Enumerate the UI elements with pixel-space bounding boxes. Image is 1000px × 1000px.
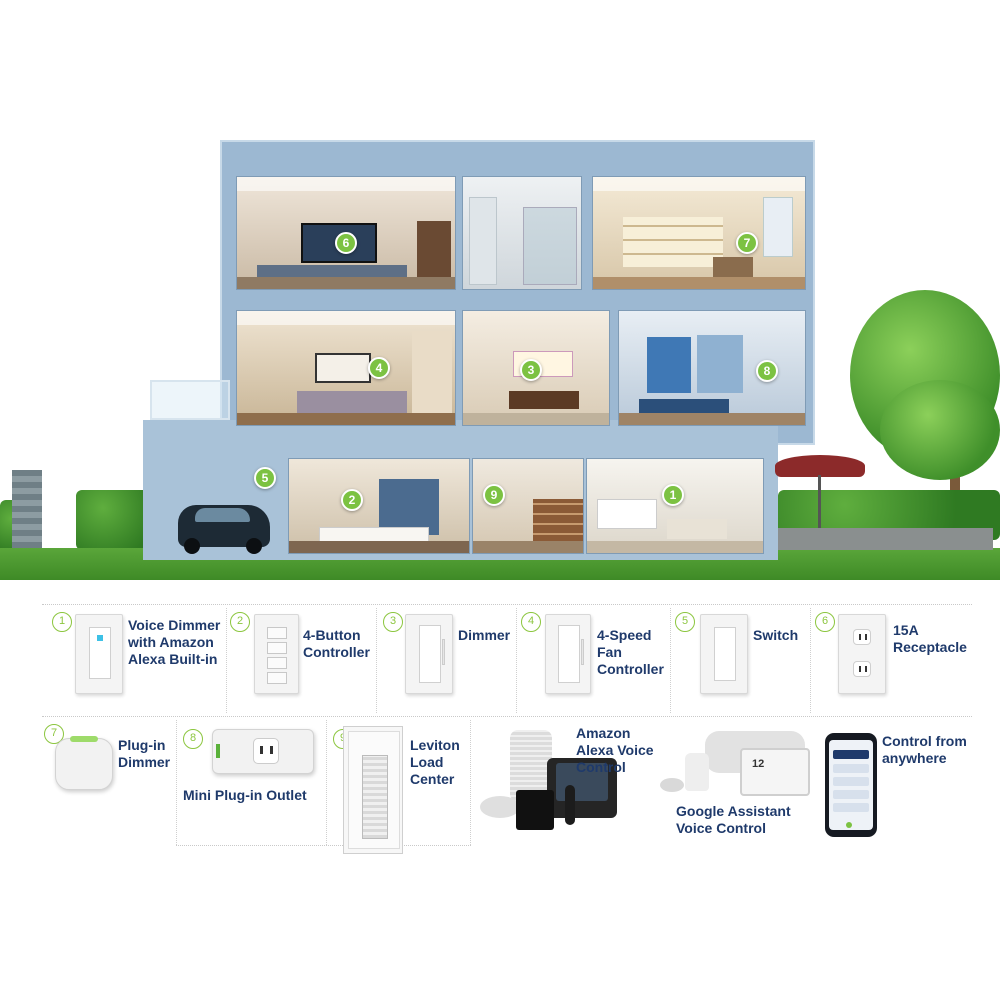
marker-1[interactable]: 1 [662, 484, 684, 506]
room-bedroom-main [236, 310, 456, 426]
product-number: 8 [183, 729, 203, 749]
product-label: Plug-in Dimmer [118, 737, 171, 770]
load-center-image [343, 726, 403, 854]
product-label: 15A Receptacle [893, 622, 967, 655]
marker-9[interactable]: 9 [483, 484, 505, 506]
product-number: 3 [383, 612, 403, 632]
room-kitchen [586, 458, 764, 554]
voice-dimmer-image [75, 614, 123, 694]
fan-controller-image [545, 614, 591, 694]
product-number: 7 [44, 724, 64, 744]
patio [778, 528, 993, 550]
room-hallway [472, 458, 584, 554]
house-illustration: 1 2 3 4 5 6 7 8 9 [0, 140, 1000, 580]
fire-tv-cube-icon [516, 790, 554, 830]
product-label: Voice Dimmer with Amazon Alexa Built-in [128, 617, 221, 667]
grid-divider-bottom [176, 845, 471, 846]
marker-2[interactable]: 2 [341, 489, 363, 511]
app-label: Control from anywhere [882, 733, 967, 766]
product-number: 2 [230, 612, 250, 632]
receptacle-image [838, 614, 886, 694]
product-label: Switch [753, 627, 799, 643]
product-label: Dimmer [458, 627, 511, 643]
product-label: Leviton Load Center [410, 737, 460, 787]
grid-divider-top [42, 604, 972, 605]
balcony [150, 380, 230, 420]
remote-icon [565, 785, 575, 825]
marker-4[interactable]: 4 [368, 357, 390, 379]
room-living [288, 458, 470, 554]
marker-7[interactable]: 7 [736, 232, 758, 254]
product-number: 1 [52, 612, 72, 632]
product-number: 6 [815, 612, 835, 632]
marker-8[interactable]: 8 [756, 360, 778, 382]
room-kids-bedroom [618, 310, 806, 426]
google-label: Google Assistant Voice Control [676, 803, 791, 836]
gate-pillar [12, 470, 42, 560]
marker-3[interactable]: 3 [520, 359, 542, 381]
alexa-label: Amazon Alexa Voice Control [576, 725, 654, 775]
grid-divider-middle [42, 716, 972, 717]
switch-image [700, 614, 748, 694]
plug-in-dimmer-image [55, 738, 113, 790]
product-label: 4-Speed Fan Controller [597, 627, 664, 677]
hub-clock: 12 [752, 758, 765, 770]
product-number: 4 [521, 612, 541, 632]
4-button-controller-image [254, 614, 299, 694]
google-home-mini-icon [660, 778, 684, 792]
echo-dot-icon [480, 796, 520, 818]
echo-speaker-icon [510, 730, 552, 800]
room-office [592, 176, 806, 290]
mini-plug-in-outlet-image [212, 729, 314, 774]
room-bathroom-top [462, 176, 582, 290]
google-nest-hub-icon [740, 748, 810, 796]
dimmer-image [405, 614, 453, 694]
marker-5[interactable]: 5 [254, 467, 276, 489]
marker-6[interactable]: 6 [335, 232, 357, 254]
product-label: 4-Button Controller [303, 627, 370, 660]
google-home-icon [685, 753, 709, 791]
patio-umbrella [775, 455, 865, 477]
product-label: Mini Plug-in Outlet [183, 787, 307, 803]
product-number: 5 [675, 612, 695, 632]
